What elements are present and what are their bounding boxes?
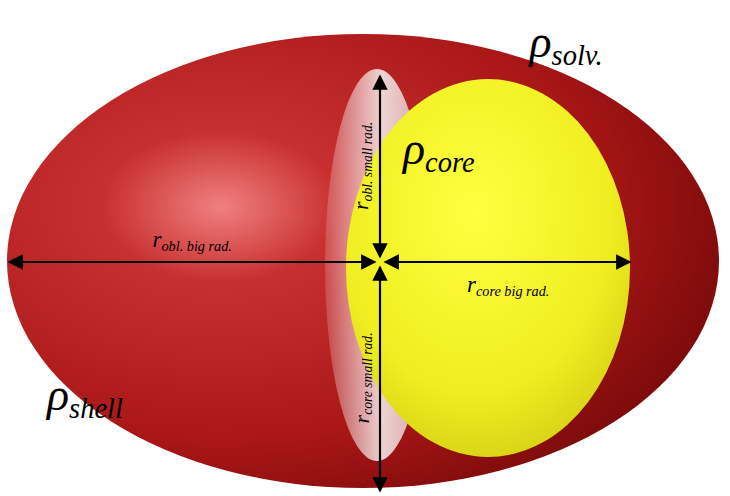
small-radius-arrow xyxy=(379,76,381,257)
solvent-density: ρsolv. xyxy=(530,17,603,71)
big-radius-arrow xyxy=(9,261,375,263)
radius-label: robl. big rad. xyxy=(153,227,232,255)
radius-label: rcore big rad. xyxy=(467,272,549,300)
core-small-radius-arrow xyxy=(379,267,381,491)
core-density: ρcore xyxy=(403,124,475,178)
core-ellipsoid: ρcore xyxy=(345,78,631,458)
core-big-radius-arrow xyxy=(385,261,630,263)
radius-label: robl. small rad. xyxy=(349,122,375,210)
core-ellipsoid-outline xyxy=(345,78,631,458)
shell-density: ρshell xyxy=(47,370,123,424)
radius-label: rcore small rad. xyxy=(349,332,375,423)
